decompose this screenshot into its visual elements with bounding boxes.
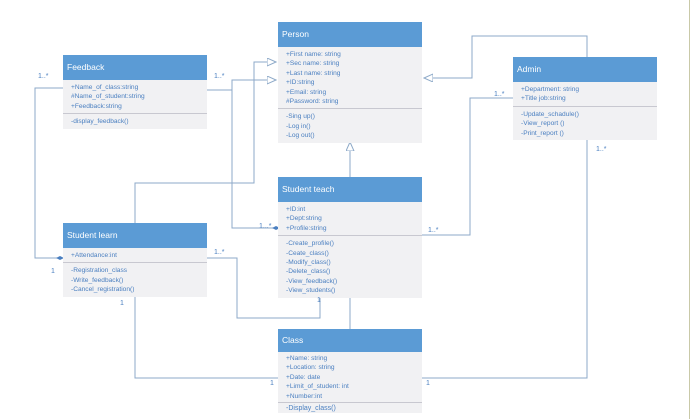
class-admin[interactable]: Admin +Department: string +Title job:str… <box>513 57 657 141</box>
class-name: Person <box>278 22 422 47</box>
admin-class-link <box>422 135 588 379</box>
feedback-teach-link <box>231 90 276 229</box>
multiplicity-label: 1...* <box>259 223 272 230</box>
method: -Cancel_registration() <box>71 286 135 294</box>
method: -display_feedback() <box>71 118 129 126</box>
method: -Print_report () <box>521 129 564 137</box>
class-name: Student teach <box>278 177 422 202</box>
attribute: +Name: string <box>286 355 328 362</box>
attributes: +First name: string +Sec name: string +L… <box>278 47 422 110</box>
attribute: +Last name: string <box>286 69 341 77</box>
feedback-person-link <box>207 80 276 91</box>
attribute: +Limit_of_student: int <box>286 383 349 391</box>
attributes: +Department: string +Title job:string <box>513 82 657 107</box>
admin-teach-link <box>422 97 513 236</box>
attribute: +Date: date <box>286 373 321 381</box>
class-student-teach[interactable]: Student teach +ID:int +Dept:string +Prof… <box>278 177 422 298</box>
methods: -Update_schadule() -View_report () -Prin… <box>513 107 657 140</box>
attribute: +Email: string <box>286 88 327 96</box>
attribute: +Feedback:string <box>71 102 122 110</box>
learn-teach-link <box>207 257 321 319</box>
multiplicity-label: 1..* <box>428 227 439 234</box>
multiplicity-label: 1..* <box>494 91 505 98</box>
method: -Delete_class() <box>286 268 331 276</box>
methods: -display_feedback() <box>63 114 207 128</box>
multiplicity-label: 1 <box>51 268 55 275</box>
multiplicity-label: 1..* <box>214 73 225 80</box>
method: -Log out() <box>286 132 315 140</box>
class-person[interactable]: Person +First name: string +Sec name: st… <box>278 22 422 143</box>
attribute: +ID:int <box>286 206 306 213</box>
methods: -Registration_class -Write_feedback() -C… <box>63 263 207 296</box>
attribute: +Number:int <box>286 392 323 400</box>
method: -Modify_class() <box>286 259 331 267</box>
learn-person-link <box>134 62 276 223</box>
multiplicity-label: 1 <box>317 297 321 304</box>
method: -Update_schadule() <box>521 110 579 118</box>
method: -View_report () <box>521 120 565 128</box>
attributes: +Name_of_class:string #Name_of_student:s… <box>63 80 207 115</box>
attribute: +ID:string <box>286 79 315 87</box>
multiplicity-label: 1 <box>270 380 274 387</box>
multiplicity-label: 1 <box>120 300 124 307</box>
attribute: #Name_of_student:string <box>71 93 145 101</box>
method: -View_students() <box>286 287 336 295</box>
attribute: +Attendance:int <box>71 252 118 259</box>
attribute: +Title job:string <box>521 95 566 103</box>
attribute: #Password: string <box>286 98 339 106</box>
class-student-learn[interactable]: Student learn +Attendance:int -Registrat… <box>63 223 207 297</box>
method: -View_feedback() <box>286 277 338 285</box>
method: -Ceate_class() <box>286 249 329 257</box>
methods: -Display_class() <box>278 403 422 413</box>
method: -Sing up() <box>286 113 315 121</box>
class-name: Student learn <box>63 223 207 248</box>
attributes: +Attendance:int <box>63 248 207 264</box>
class-name: Feedback <box>63 55 207 80</box>
admin-person-link <box>424 35 588 78</box>
method: -Log in() <box>286 122 311 130</box>
aggregation-diamond <box>56 256 64 260</box>
attribute: +First name: string <box>286 51 341 58</box>
method: -Registration_class <box>71 267 128 275</box>
attribute: +Location: string <box>286 364 335 372</box>
class-name: Class <box>278 329 422 352</box>
attributes: +ID:int +Dept:string +Profile:string <box>278 202 422 237</box>
methods: -Sing up() -Log in() -Log out() <box>278 109 422 142</box>
method: -Write_feedback() <box>71 276 124 284</box>
attribute: +Name_of_class:string <box>71 84 139 91</box>
learn-class-link <box>134 292 278 379</box>
multiplicity-label: 1..* <box>214 249 225 256</box>
method: -Create_profile() <box>286 240 335 248</box>
attribute: +Dept:string <box>286 215 322 223</box>
page-border <box>689 0 690 419</box>
class-class[interactable]: Class +Name: string +Location: string +D… <box>278 329 422 414</box>
multiplicity-label: 1 <box>426 380 430 387</box>
attribute: +Profile:string <box>286 224 327 232</box>
attributes: +Name: string +Location: string +Date: d… <box>278 352 422 404</box>
feedback-learn-link <box>34 87 63 259</box>
class-name: Admin <box>513 57 657 82</box>
attribute: +Sec name: string <box>286 60 340 68</box>
multiplicity-label: 1..* <box>38 73 49 80</box>
methods: -Create_profile() -Ceate_class() -Modify… <box>278 236 422 297</box>
class-feedback[interactable]: Feedback +Name_of_class:string #Name_of_… <box>63 55 207 129</box>
method: -Display_class() <box>286 405 336 413</box>
multiplicity-label: 1..* <box>596 146 607 153</box>
attribute: +Department: string <box>521 86 580 93</box>
